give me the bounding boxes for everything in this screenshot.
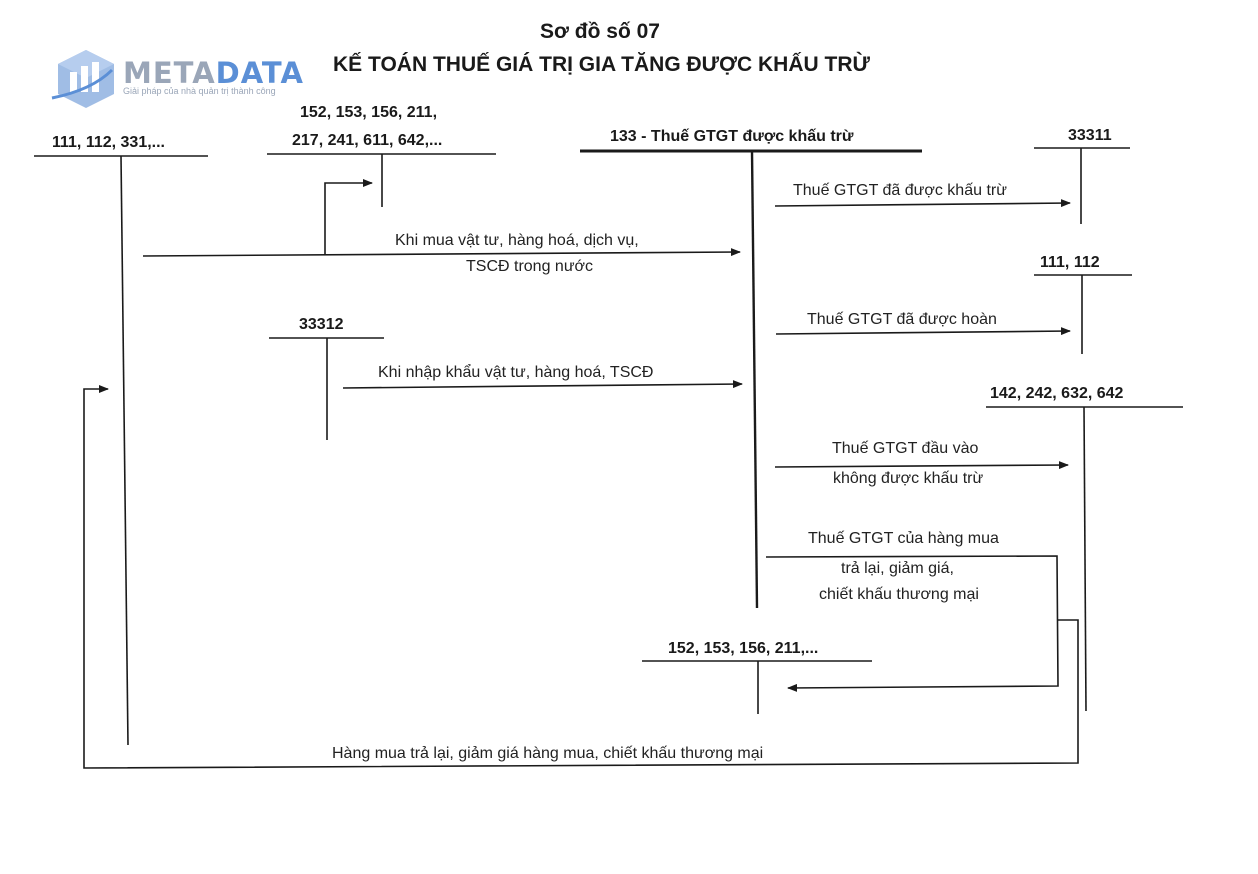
flow-label-vat-refund: Thuế GTGT đã được hoàn xyxy=(807,311,997,328)
flow-label-domestic-2: TSCĐ trong nước xyxy=(466,258,594,275)
account-label-cash: 111, 112, 331,... xyxy=(52,134,165,151)
flow-label-returns-3: chiết khấu thương mại xyxy=(819,586,979,603)
account-label-33312: 33312 xyxy=(299,316,344,333)
flow-label-non-deductible-1: Thuế GTGT đầu vào xyxy=(832,440,979,457)
account-label-inventory-line1: 152, 153, 156, 211, xyxy=(300,104,438,121)
title-line2: KẾ TOÁN THUẾ GIÁ TRỊ GIA TĂNG ĐƯỢC KHẤU … xyxy=(333,53,870,76)
flow-label-non-deductible-2: không được khấu trừ xyxy=(833,470,984,487)
arrow-domestic-to-inventory xyxy=(324,179,373,255)
cube-chart-icon xyxy=(51,50,114,108)
arrow-domestic-purchase xyxy=(142,248,741,257)
arrow-vat-refund xyxy=(775,327,1071,336)
arrow-non-deductible xyxy=(774,461,1069,470)
flow-label-vat-offset: Thuế GTGT đã được khấu trừ xyxy=(793,182,1007,199)
t-account-vat-stem xyxy=(750,150,759,609)
flow-label-bottom-return: Hàng mua trả lại, giảm giá hàng mua, chi… xyxy=(332,745,764,762)
logo-wordmark: METADATA xyxy=(123,56,304,90)
flow-label-import: Khi nhập khẩu vật tư, hàng hoá, TSCĐ xyxy=(378,364,654,381)
arrow-import xyxy=(342,380,743,389)
arrow-returns xyxy=(765,555,1059,692)
flow-label-domestic-1: Khi mua vật tư, hàng hoá, dịch vụ, xyxy=(395,232,639,249)
account-label-vat-deductible: 133 - Thuế GTGT được khấu trừ xyxy=(610,128,854,145)
account-label-refund: 111, 112 xyxy=(1040,254,1100,271)
flow-label-returns-2: trả lại, giảm giá, xyxy=(841,560,954,577)
logo-name-part2: DATA xyxy=(215,56,304,90)
account-label-33311: 33311 xyxy=(1068,127,1112,144)
arrow-vat-offset xyxy=(774,199,1071,208)
t-account-cash-stem xyxy=(120,155,129,746)
logo-tagline: Giải pháp của nhà quản trị thành công xyxy=(123,86,276,96)
t-account-expense-stem xyxy=(1083,406,1087,712)
title-line1: Sơ đồ số 07 xyxy=(540,20,660,43)
arrow-bottom-return xyxy=(83,385,1079,769)
account-label-inventory-line2: 217, 241, 611, 642,... xyxy=(292,132,443,149)
flow-label-returns-1: Thuế GTGT của hàng mua xyxy=(808,530,999,547)
logo-name-part1: META xyxy=(123,56,216,90)
account-label-inventory-return: 152, 153, 156, 211,... xyxy=(668,640,819,657)
account-label-expense: 142, 242, 632, 642 xyxy=(990,385,1124,402)
